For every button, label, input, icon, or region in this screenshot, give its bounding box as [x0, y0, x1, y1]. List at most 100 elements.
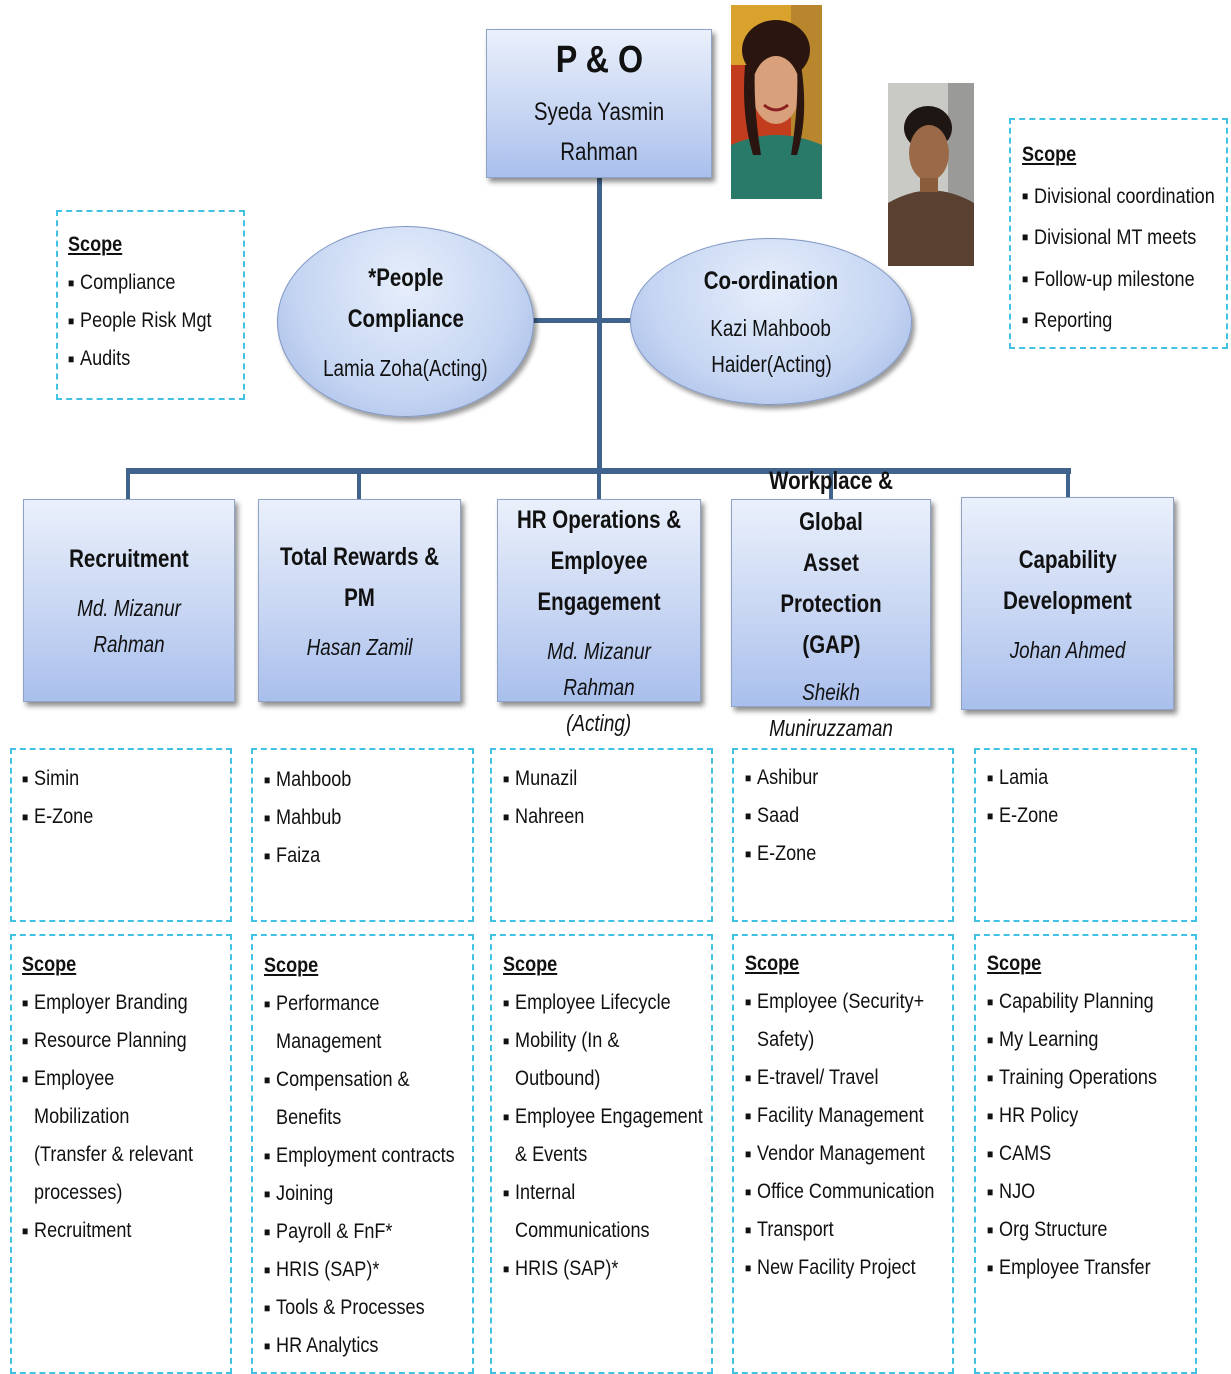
square-bullet-icon: ■	[503, 1262, 510, 1276]
square-bullet-icon: ■	[745, 1109, 752, 1123]
coordination-node: Co-ordination Kazi Mahboob Haider(Acting…	[630, 238, 912, 405]
root-node-box: P & O Syeda Yasmin Rahman	[486, 29, 712, 178]
square-bullet-icon: ■	[745, 771, 752, 785]
square-bullet-icon: ■	[68, 276, 75, 290]
square-bullet-icon: ■	[264, 811, 271, 825]
unit-box-workplace-gap: Workplace & Global Asset Protection (GAP…	[731, 467, 931, 741]
team-list-3: ■Munazil ■Nahreen	[503, 760, 584, 836]
list-item: ■Office Communication	[745, 1173, 934, 1211]
team-panel-3	[490, 748, 713, 922]
square-bullet-icon: ■	[987, 1109, 994, 1123]
square-bullet-icon: ■	[264, 1339, 271, 1353]
square-bullet-icon: ■	[503, 1186, 510, 1200]
square-bullet-icon: ■	[987, 809, 994, 823]
list-item: ■My Learning	[987, 1021, 1157, 1059]
people-compliance-name: Lamia Zoha(Acting)	[323, 354, 488, 381]
connector-drop-3	[597, 468, 601, 500]
square-bullet-icon: ■	[987, 1071, 994, 1085]
list-item: ■CAMS	[987, 1135, 1157, 1173]
scope-left-panel	[56, 210, 245, 400]
list-item: ■Divisional MT meets	[1022, 217, 1215, 259]
scope-list-4: Scope ■ Employee (Security+ Safety) ■E-t…	[745, 945, 934, 1287]
list-item: ■Performance	[264, 985, 455, 1023]
root-title: P & O	[555, 38, 643, 81]
list-item: ■Employee Transfer	[987, 1249, 1157, 1287]
list-item-continuation: Management	[276, 1030, 382, 1053]
list-item-continuation: Communications	[515, 1219, 650, 1242]
list-item: ■Employment contracts	[264, 1137, 455, 1175]
scope-title: Scope	[22, 953, 77, 976]
square-bullet-icon: ■	[264, 773, 271, 787]
scope-list-3: Scope ■Employee Lifecycle ■Mobility (In …	[503, 946, 703, 1288]
coordination-person-photo	[888, 83, 974, 266]
unit-title-line: HR Operations &	[516, 506, 682, 534]
list-item: ■Employee Lifecycle	[503, 984, 703, 1022]
square-bullet-icon: ■	[503, 1110, 510, 1124]
unit-lead: Hasan Zamil	[306, 633, 413, 660]
unit-box-total-rewards: Total Rewards & PM Hasan Zamil	[258, 499, 461, 702]
square-bullet-icon: ■	[987, 995, 994, 1009]
list-item: ■Recruitment	[22, 1212, 193, 1250]
square-bullet-icon: ■	[22, 772, 29, 786]
list-item: ■Training Operations	[987, 1059, 1157, 1097]
list-item: ■Reporting	[1022, 300, 1215, 342]
connector-ellipse-horizontal	[455, 318, 635, 323]
list-item: ■Mahbub	[264, 799, 351, 837]
list-item: ■E-Zone	[987, 797, 1058, 835]
list-item: ■ Capability Planning	[987, 983, 1157, 1021]
list-item: ■Employer Branding	[22, 984, 193, 1022]
coordination-title: Co-ordination	[703, 267, 839, 295]
square-bullet-icon: ■	[264, 1263, 271, 1277]
square-bullet-icon: ■	[745, 1147, 752, 1161]
coordination-name-2: Haider(Acting)	[710, 351, 832, 377]
unit-lead: Sheikh Muniruzzaman	[769, 678, 893, 741]
list-item: ■Divisional coordination	[1022, 176, 1215, 218]
connector-drop-2	[357, 468, 361, 500]
list-item: ■HRIS (SAP)*	[503, 1250, 703, 1288]
scope-title: Scope	[264, 954, 319, 977]
list-item: ■Org Structure	[987, 1211, 1157, 1249]
list-item: ■Mobility (In &	[503, 1022, 703, 1060]
square-bullet-icon: ■	[987, 1033, 994, 1047]
square-bullet-icon: ■	[264, 1225, 271, 1239]
square-bullet-icon: ■	[987, 1223, 994, 1237]
list-item: ■Faiza	[264, 837, 351, 875]
unit-title-line: Engagement	[537, 588, 661, 616]
list-item: ■E-travel/ Travel	[745, 1059, 934, 1097]
square-bullet-icon: ■	[745, 847, 752, 861]
square-bullet-icon: ■	[745, 995, 752, 1009]
square-bullet-icon: ■	[264, 997, 271, 1011]
team-list-2: ■Mahboob ■Mahbub ■Faiza	[264, 761, 351, 875]
square-bullet-icon: ■	[745, 1185, 752, 1199]
list-item: ■E-Zone	[745, 835, 818, 873]
list-item: ■Employee Engagement	[503, 1098, 703, 1136]
scope-title: Scope	[987, 952, 1042, 975]
square-bullet-icon: ■	[1022, 230, 1029, 244]
list-item: ■ Follow-up milestone	[1022, 259, 1215, 301]
unit-title-line: Capability	[1018, 545, 1117, 574]
team-panel-5	[974, 748, 1197, 922]
team-panel-1	[10, 748, 232, 922]
list-item: ■E-Zone	[22, 798, 93, 836]
square-bullet-icon: ■	[987, 771, 994, 785]
list-item: ■Munazil	[503, 760, 584, 798]
square-bullet-icon: ■	[503, 772, 510, 786]
square-bullet-icon: ■	[68, 314, 75, 328]
square-bullet-icon: ■	[1022, 188, 1029, 203]
square-bullet-icon: ■	[22, 996, 29, 1010]
unit-lead: Johan Ahmed	[1009, 636, 1126, 663]
scope-title: Scope	[503, 953, 558, 976]
square-bullet-icon: ■	[264, 849, 271, 863]
unit-title-line: Asset Protection	[780, 548, 882, 618]
square-bullet-icon: ■	[1022, 313, 1029, 327]
list-item: ■Mahboob	[264, 761, 351, 799]
list-item: ■NJO	[987, 1173, 1157, 1211]
scope-right-title: Scope	[1022, 143, 1077, 166]
list-item-continuation: Safety)	[757, 1028, 815, 1051]
list-item: ■Facility Management	[745, 1097, 934, 1135]
scope-left-title: Scope	[68, 233, 123, 256]
list-item: ■Ashibur	[745, 759, 818, 797]
unit-title-line: Development	[1003, 586, 1132, 615]
square-bullet-icon: ■	[503, 996, 510, 1010]
list-item-continuation: Outbound)	[515, 1067, 601, 1090]
